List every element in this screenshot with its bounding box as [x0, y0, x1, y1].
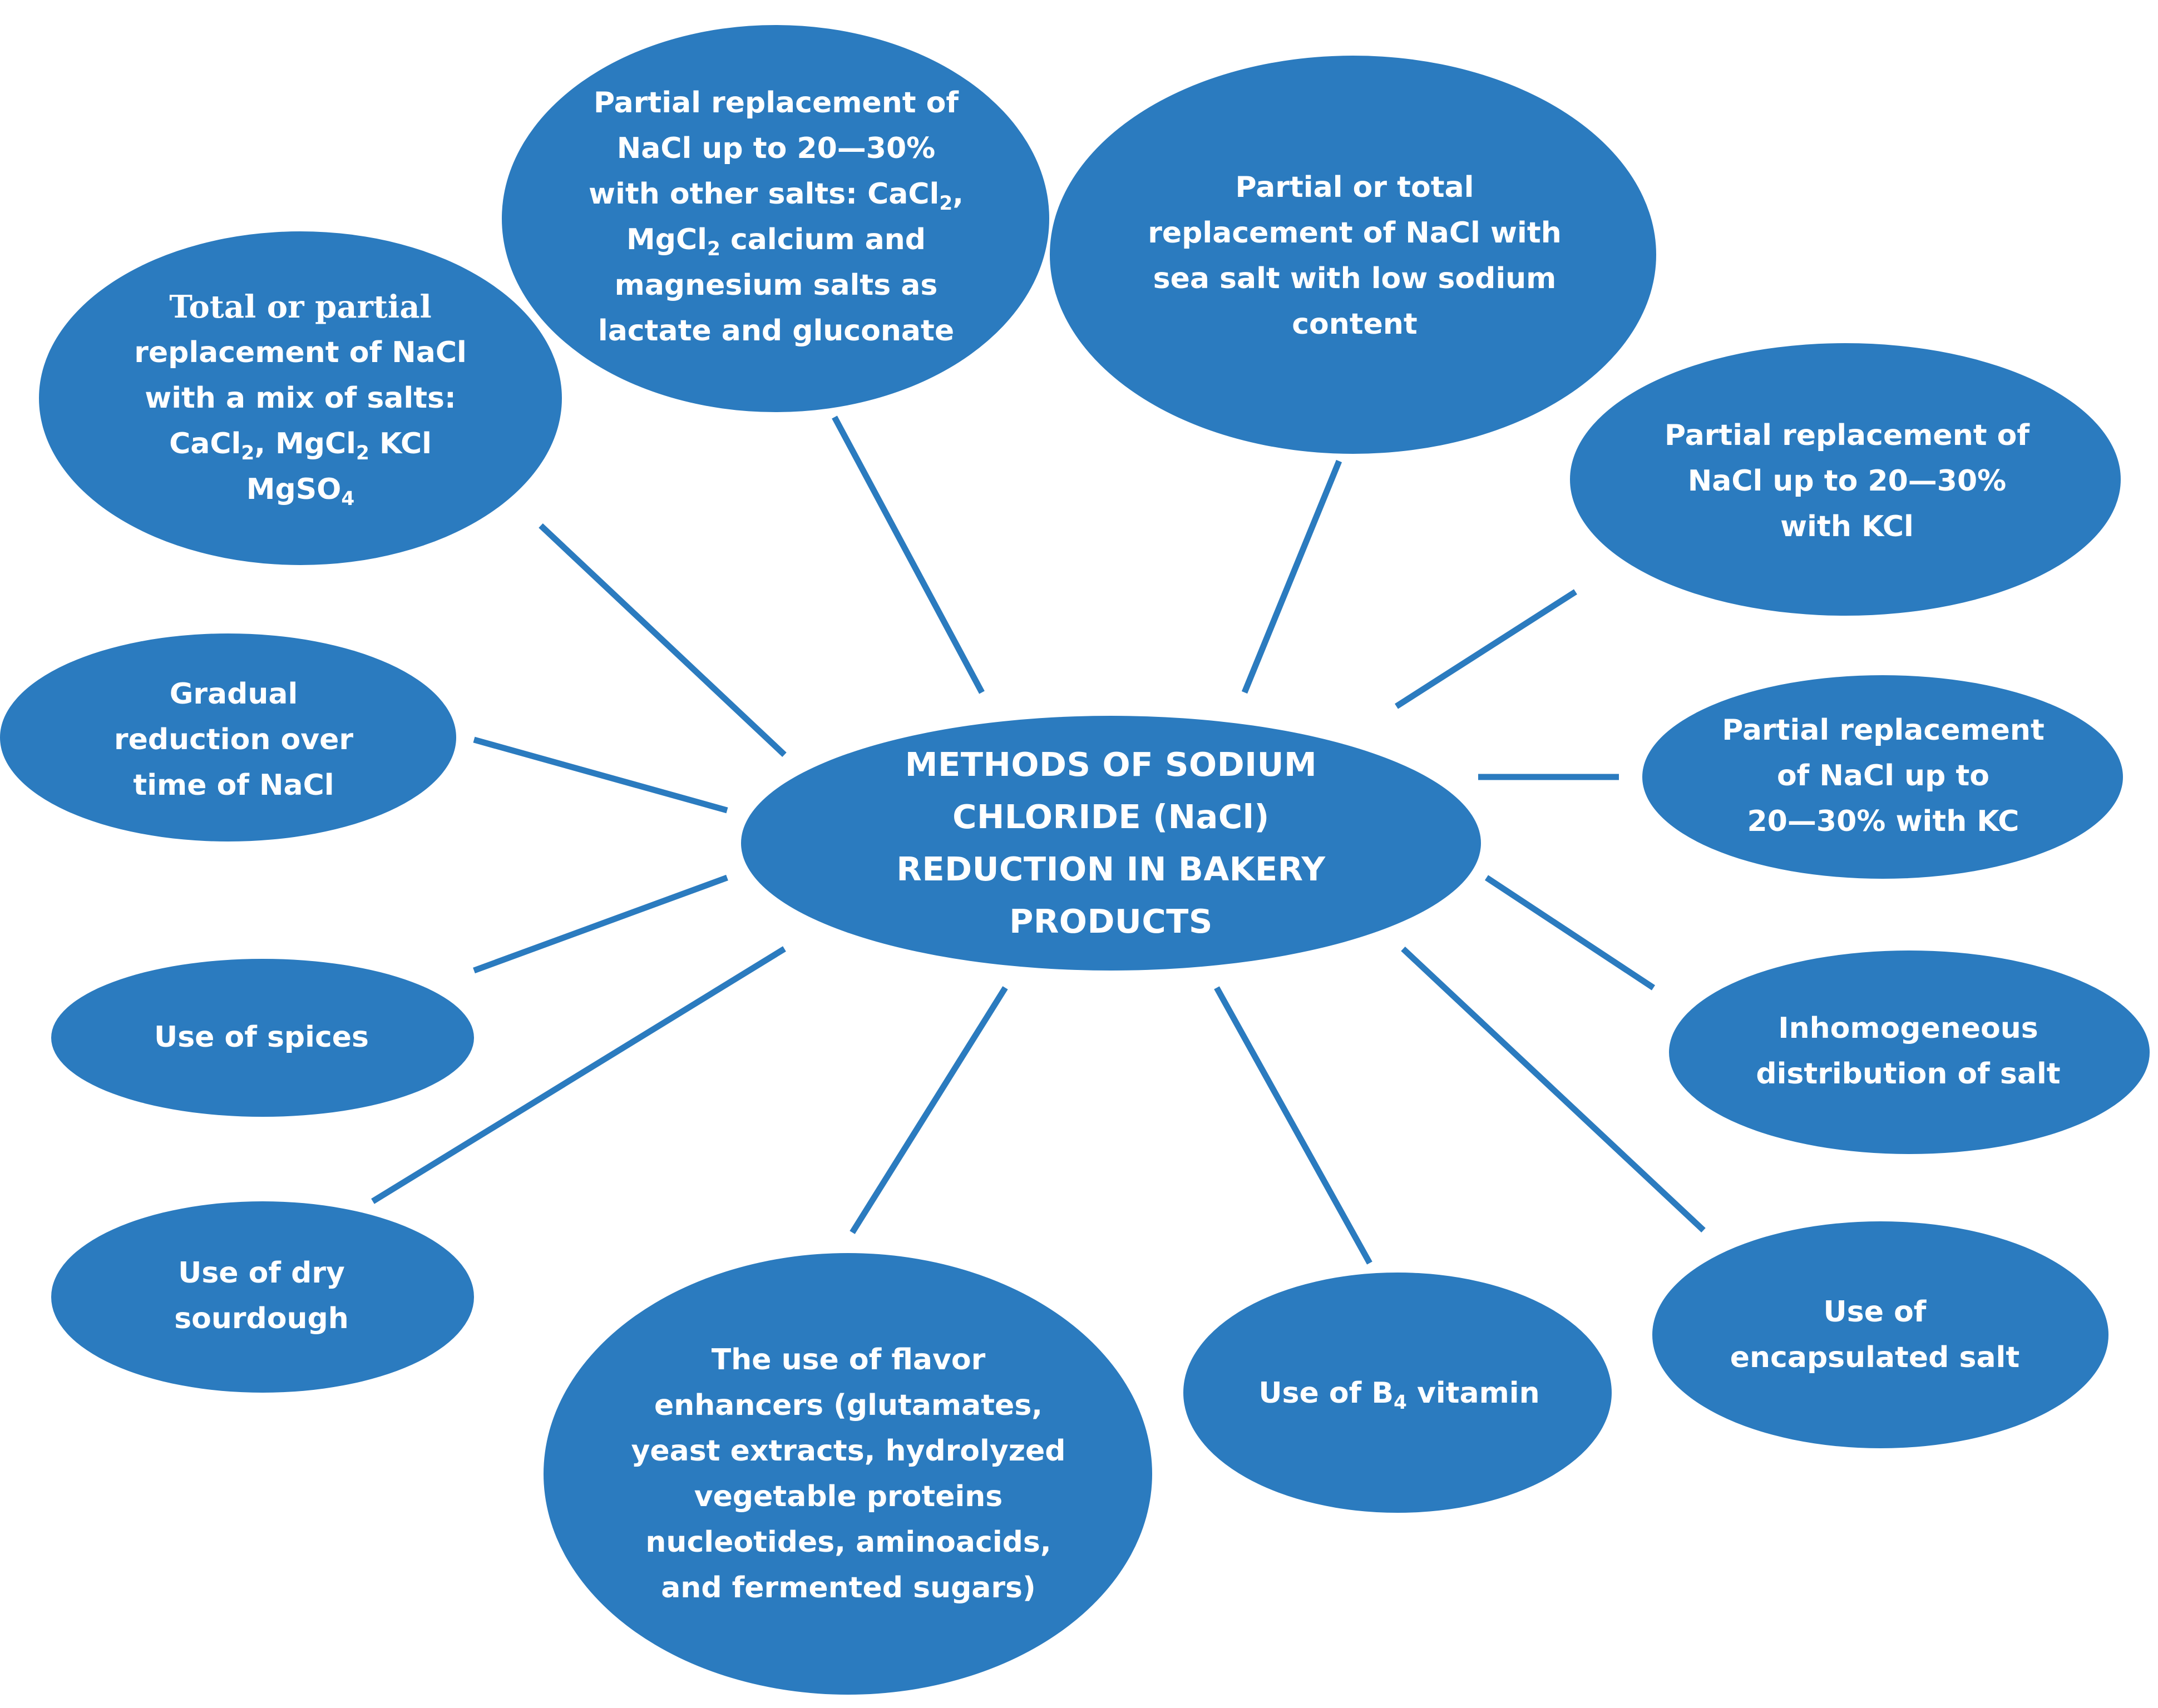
mix-salts-line2: replacement of NaCl — [134, 336, 467, 369]
b4-prefix: Use of B — [1258, 1377, 1394, 1410]
node-ca-mg-salts-text: Partial replacement of NaCl up to 20—30%… — [589, 80, 964, 354]
mix-salts-line5: MgSO4 — [134, 467, 467, 512]
connector-kcl-1 — [1395, 589, 1577, 709]
node-kcl-2-text: Partial replacement of NaCl up to 20—30%… — [1722, 714, 2045, 838]
node-kcl-1-text: Partial replacement of NaCl up to 20—30%… — [1664, 419, 2030, 543]
ca-mg-line3-text: with other salts: CaCl — [589, 177, 940, 211]
b4-suffix: vitamin — [1406, 1377, 1540, 1410]
node-ca-mg-salts: Partial replacement of NaCl up to 20—30%… — [534, 50, 1018, 384]
bubble-b4-vitamin — [1183, 1273, 1612, 1513]
mix-salts-line1: Total or partial — [169, 289, 432, 325]
node-kcl-2: Partial replacement of NaCl up to 20—30%… — [1675, 701, 2092, 851]
bubble-mix-salts — [39, 231, 562, 565]
ca-mg-line2: NaCl up to 20—30% — [616, 132, 936, 165]
ca-mg-line3: with other salts: CaCl2, — [589, 171, 964, 217]
mix-salts-cacl: CaCl — [169, 427, 241, 461]
ca-mg-line4-sub: 2 — [707, 237, 720, 260]
node-kcl-1: Partial replacement of NaCl up to 20—30%… — [1602, 389, 2092, 573]
bubble-spices — [51, 959, 474, 1117]
mix-salts-line3: with a mix of salts: — [145, 382, 456, 415]
node-gradual-text: Gradual reduction over time of NaCl — [113, 677, 354, 802]
node-mix-salts-text: Total or partial replacement of NaCl wit… — [134, 284, 467, 512]
bubble-ca-mg-salts — [502, 25, 1049, 412]
node-inhomogeneous: Inhomogeneous distribution of salt — [1702, 990, 2114, 1112]
connector-inhomogeneous — [1484, 875, 1656, 991]
center-title: METHODS OF SODIUM CHLORIDE (NaCl) REDUCT… — [774, 723, 1448, 963]
mix-salts-mgso: MgSO — [246, 473, 342, 506]
bubble-sea-salt — [1050, 56, 1656, 454]
connector-mix-salts — [539, 523, 787, 758]
node-inhomogeneous-text: Inhomogeneous distribution of salt — [1756, 1012, 2061, 1091]
connector-flavor — [850, 986, 1008, 1234]
mix-salts-mgcl: , MgCl — [254, 427, 356, 461]
ca-mg-line4: MgCl2 calcium and — [589, 217, 964, 263]
connector-encapsulated — [1401, 946, 1706, 1233]
node-b4-vitamin-text: Use of B4 vitamin — [1258, 1370, 1539, 1416]
bubble-inhomogeneous — [1669, 950, 2150, 1154]
ca-mg-line3-end: , — [952, 177, 964, 211]
ca-mg-line4-end: calcium and — [720, 223, 926, 256]
bubble-gradual — [0, 633, 456, 841]
mix-salts-line4: CaCl2, MgCl2 KCl — [134, 421, 467, 467]
mix-salts-mgcl-sub: 2 — [356, 442, 369, 464]
ca-mg-line6: lactate and gluconate — [597, 314, 955, 348]
center-title-text: METHODS OF SODIUM CHLORIDE (NaCl) REDUCT… — [896, 745, 1326, 940]
mix-salts-cacl-sub: 2 — [241, 442, 255, 464]
node-spices: Use of spices — [78, 1001, 445, 1073]
bubble-flavor — [544, 1253, 1152, 1695]
ca-mg-line1: Partial replacement of — [593, 86, 959, 120]
ca-mg-line4-text: MgCl — [626, 223, 707, 256]
node-encapsulated-text: Use of encapsulated salt — [1730, 1295, 2020, 1374]
node-spices-text: Use of spices — [154, 1021, 369, 1054]
bubble-sourdough — [51, 1201, 474, 1393]
connector-b4-vitamin — [1214, 986, 1372, 1265]
mix-salts-mgso-sub: 4 — [341, 487, 355, 510]
bubble-kcl-1 — [1570, 343, 2121, 616]
mix-salts-kcl: KCl — [369, 427, 432, 461]
connector-sea-salt — [1241, 459, 1342, 694]
node-sea-salt-text: Partial or total replacement of NaCl wit… — [1148, 171, 1562, 341]
node-sea-salt: Partial or total replacement of NaCl wit… — [1090, 111, 1619, 400]
connector-ca-mg-salts — [832, 415, 985, 694]
connector-sourdough — [371, 946, 786, 1204]
node-sourdough-text: Use of dry sourdough — [174, 1256, 349, 1335]
connector-spices — [473, 874, 728, 974]
center-bubble — [741, 716, 1481, 971]
ca-mg-line3-sub: 2 — [939, 192, 953, 215]
bubble-kcl-2 — [1642, 675, 2123, 879]
node-b4-vitamin: Use of B4 vitamin — [1207, 1346, 1591, 1440]
bubble-encapsulated — [1652, 1221, 2108, 1448]
connector-gradual — [473, 736, 728, 814]
node-sourdough: Use of dry sourdough — [78, 1235, 445, 1357]
node-flavor: The use of flavor enhancers (glutamates,… — [579, 1318, 1118, 1630]
node-encapsulated: Use of encapsulated salt — [1675, 1268, 2075, 1402]
node-flavor-text: The use of flavor enhancers (glutamates,… — [631, 1343, 1066, 1605]
node-gradual: Gradual reduction over time of NaCl — [56, 656, 412, 823]
node-mix-salts: Total or partial replacement of NaCl wit… — [72, 265, 529, 532]
ca-mg-line5: magnesium salts as — [614, 269, 938, 302]
b4-sub: 4 — [1393, 1391, 1407, 1414]
